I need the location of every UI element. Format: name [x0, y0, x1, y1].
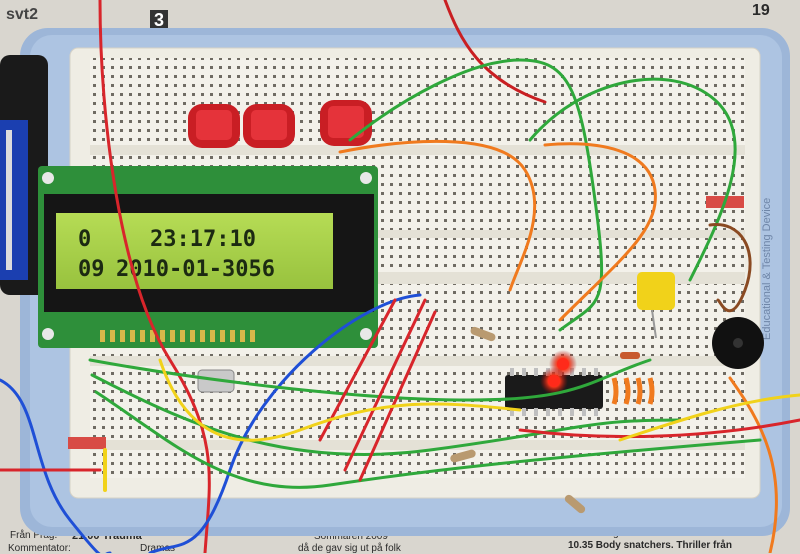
wire-orange [543, 142, 657, 322]
lcd-line2-left: 09 [78, 257, 105, 282]
lcd-line1-time: 23:17:10 [150, 227, 256, 252]
wire-red [343, 298, 427, 472]
resistor [564, 494, 586, 514]
resistor [450, 449, 476, 463]
resistor [470, 326, 496, 342]
wire-red [443, 0, 547, 104]
mounting-hole [360, 172, 372, 184]
breadboard-channel [90, 440, 745, 450]
wire-green [528, 77, 737, 282]
breadboard-channel [90, 230, 745, 238]
lcd-screen [56, 213, 333, 289]
wire-red [518, 418, 800, 439]
wire-green [88, 358, 652, 402]
lcd-module: 0 23:17:10 09 2010-01-3056 [38, 166, 378, 348]
battery [0, 120, 28, 280]
mounting-hole [42, 172, 54, 184]
newspaper-line: Kommentator: [8, 543, 71, 554]
wire-yellow [618, 393, 800, 442]
lcd-line1-left: 0 [78, 227, 91, 252]
mounting-hole [360, 328, 372, 340]
mounting-hole [42, 328, 54, 340]
wire-green [94, 390, 762, 489]
slide-switch [68, 437, 106, 449]
newspaper-line: Dramas [140, 543, 176, 554]
newspaper-day: 19 [752, 2, 770, 19]
newspaper-line: 10.35 Body snatchers. Thriller från [568, 540, 732, 551]
wire-orange [728, 376, 778, 553]
capacitor-leg [651, 309, 657, 339]
wire-blue [0, 378, 112, 553]
push-button-cap [251, 110, 287, 140]
diode [620, 352, 640, 359]
wire-yellow [158, 358, 522, 442]
lcd-line2-date: 2010-01-3056 [116, 257, 275, 282]
side-label: Educational & Testing Device [761, 198, 773, 340]
capacitor [637, 272, 675, 310]
wire-orange [338, 139, 537, 292]
newspaper-line: då de gav sig ut på folk [298, 543, 401, 554]
battery-stripe [6, 130, 12, 270]
newspaper-logo: svt2 [6, 6, 39, 23]
wire-green [348, 58, 604, 332]
wire-blue [148, 293, 422, 553]
wire-red [358, 310, 437, 482]
buzzer-hole [733, 338, 743, 348]
breadboard-channel [90, 145, 745, 155]
wire-red [98, 0, 211, 553]
newspaper-channel-number: 3 [150, 10, 169, 31]
newspaper-line: Sommaren 2009 [314, 531, 388, 542]
wire-red [318, 298, 397, 442]
push-button-cap [328, 106, 364, 138]
wire-brown [708, 222, 752, 313]
led [548, 375, 560, 387]
led [557, 358, 569, 370]
push-button-cap [196, 110, 232, 140]
jumper-bundle [611, 377, 655, 405]
wire-green [90, 373, 682, 457]
lcd-header-pins [100, 330, 255, 342]
breadboard-channel [90, 356, 745, 366]
newspaper-line: Från Prag. [10, 530, 58, 541]
push-buttons [188, 100, 372, 148]
